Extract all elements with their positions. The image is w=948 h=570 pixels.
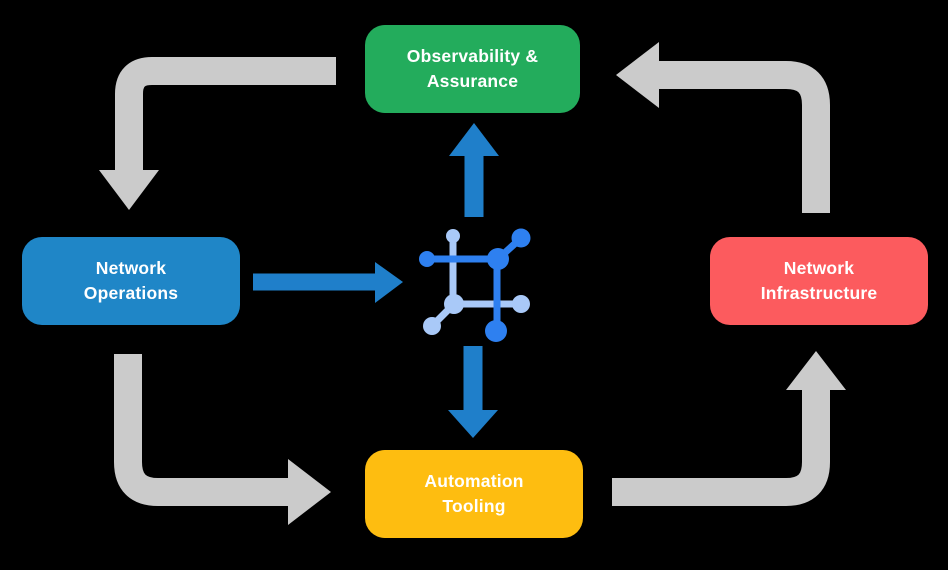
node-network-infrastructure: Network Infrastructure — [710, 237, 928, 325]
arrow-observability-to-operations — [99, 57, 336, 210]
hub-icon-dark-parts — [419, 228, 531, 342]
node-operations-label: Network Operations — [83, 258, 179, 303]
arrow-automation-to-infrastructure — [612, 351, 846, 506]
node-automation-label: Automation Tooling — [424, 471, 524, 516]
arrow-infrastructure-to-observability — [616, 42, 830, 213]
hub-icon-light-parts — [423, 229, 530, 335]
arrow-operations-to-automation — [114, 354, 331, 525]
node-observability-assurance: Observability & Assurance — [365, 25, 580, 113]
arrow-operations-to-hub — [253, 262, 403, 303]
node-infrastructure-label: Network Infrastructure — [760, 258, 878, 303]
network-automation-hub-icon — [419, 228, 531, 342]
node-automation-tooling: Automation Tooling — [365, 450, 583, 538]
node-observability-label: Observability & Assurance — [406, 46, 539, 91]
arrow-hub-to-observability — [449, 123, 499, 217]
arrow-hub-to-automation — [448, 346, 498, 438]
node-network-operations: Network Operations — [22, 237, 240, 325]
